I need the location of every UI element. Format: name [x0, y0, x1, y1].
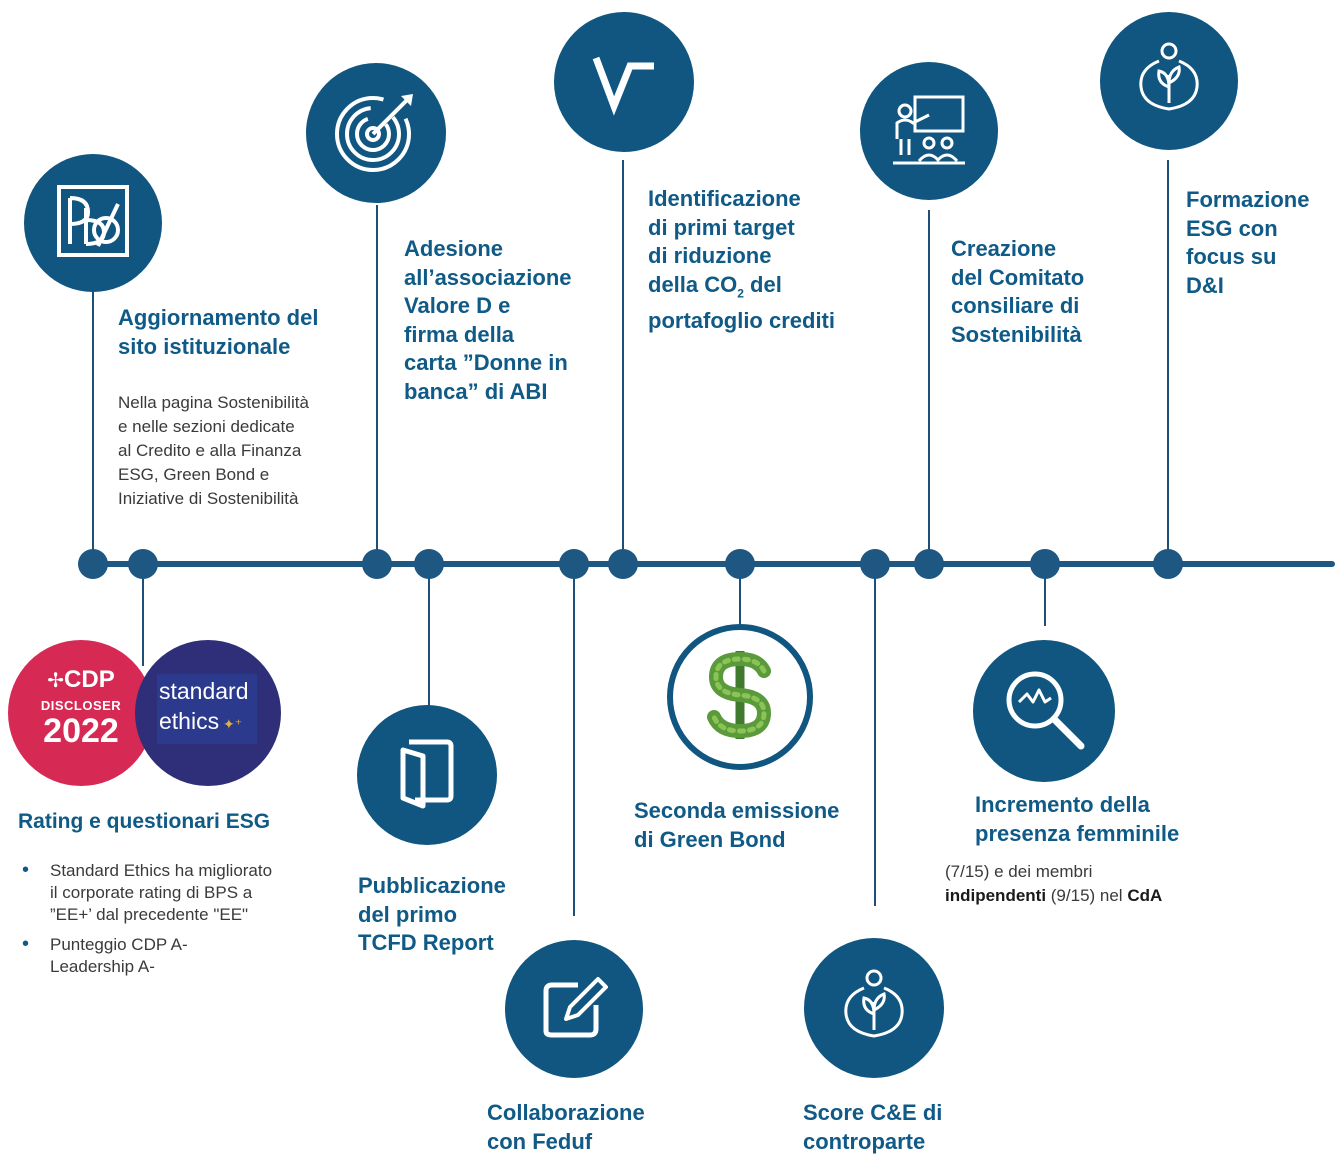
- target-icon: [333, 88, 419, 179]
- formazione-circle: [1100, 12, 1238, 150]
- connector-formazione: [1167, 160, 1169, 561]
- feduf-circle: [505, 940, 643, 1078]
- femminile-title: Incremento della presenza femminile: [975, 792, 1180, 846]
- target-co2-title: Identificazione di primi target di riduz…: [648, 186, 835, 334]
- valore-d-title: Adesione all’associazione Valore D e fir…: [404, 236, 572, 404]
- timeline-dot: [608, 549, 638, 579]
- feduf-title: Collaborazione con Feduf: [487, 1100, 645, 1154]
- sito-description: Nella pagina Sostenibilità e nelle sezio…: [118, 393, 309, 508]
- presentation-icon: [889, 89, 969, 174]
- connector-valore-d: [376, 205, 378, 561]
- list-item: Standard Ethics ha migliorato il corpora…: [20, 859, 340, 926]
- connector-comitato: [928, 210, 930, 561]
- connector-rating: [142, 566, 144, 666]
- femminile-circle: [973, 640, 1115, 782]
- femminile-description: (7/15) e dei membri indipendenti (9/15) …: [945, 862, 1163, 905]
- book-icon: [395, 736, 459, 815]
- plant-vase-icon: [1129, 39, 1209, 124]
- tcfd-circle: [357, 705, 497, 845]
- magnifier-chart-icon: [999, 664, 1089, 759]
- timeline-axis: [78, 561, 1335, 567]
- standard-ethics-badge: standard ethics ✦⁺: [135, 640, 281, 786]
- connector-score: [874, 566, 876, 906]
- connector-sito: [92, 290, 94, 562]
- timeline-dot: [914, 549, 944, 579]
- formazione-title: Formazione ESG con focus su D&I: [1186, 187, 1310, 298]
- edit-icon: [538, 971, 610, 1048]
- connector-green-bond: [739, 566, 741, 624]
- timeline-dot: [860, 549, 890, 579]
- connector-feduf: [573, 566, 575, 916]
- target-co2-circle: [554, 12, 694, 152]
- timeline-dot: [362, 549, 392, 579]
- connector-tcfd: [428, 566, 430, 706]
- rating-bullets: Standard Ethics ha migliorato il corpora…: [20, 859, 340, 986]
- comitato-circle: [860, 62, 998, 200]
- sito-logo-circle: [24, 154, 162, 292]
- plant-vase-icon: [834, 966, 914, 1051]
- checkmark-icon: [584, 40, 664, 125]
- timeline-dot: [1030, 549, 1060, 579]
- logo-icon: [56, 184, 130, 263]
- rating-title: Rating e questionari ESG: [18, 810, 271, 833]
- green-bond-title: Seconda emissione di Green Bond: [634, 798, 840, 852]
- timeline-dot: [725, 549, 755, 579]
- timeline-dot: [414, 549, 444, 579]
- dollar-icon: [700, 645, 780, 750]
- timeline-dot: [128, 549, 158, 579]
- connector-target: [622, 160, 624, 561]
- timeline-dot: [559, 549, 589, 579]
- green-bond-circle: [667, 624, 813, 770]
- comitato-title: Creazione del Comitato consiliare di Sos…: [951, 236, 1085, 347]
- cdp-discloser-badge: ✢CDP DISCLOSER 2022: [8, 640, 154, 786]
- timeline-dot: [78, 549, 108, 579]
- score-title: Score C&E di controparte: [803, 1100, 943, 1154]
- sito-title: Aggiornamento del sito istituzionale: [118, 305, 319, 359]
- connector-femminile: [1044, 566, 1046, 626]
- valore-d-circle: [306, 63, 446, 203]
- score-circle: [804, 938, 944, 1078]
- list-item: Punteggio CDP A- Leadership A-: [20, 933, 340, 978]
- timeline-dot: [1153, 549, 1183, 579]
- tcfd-title: Pubblicazione del primo TCFD Report: [358, 873, 506, 955]
